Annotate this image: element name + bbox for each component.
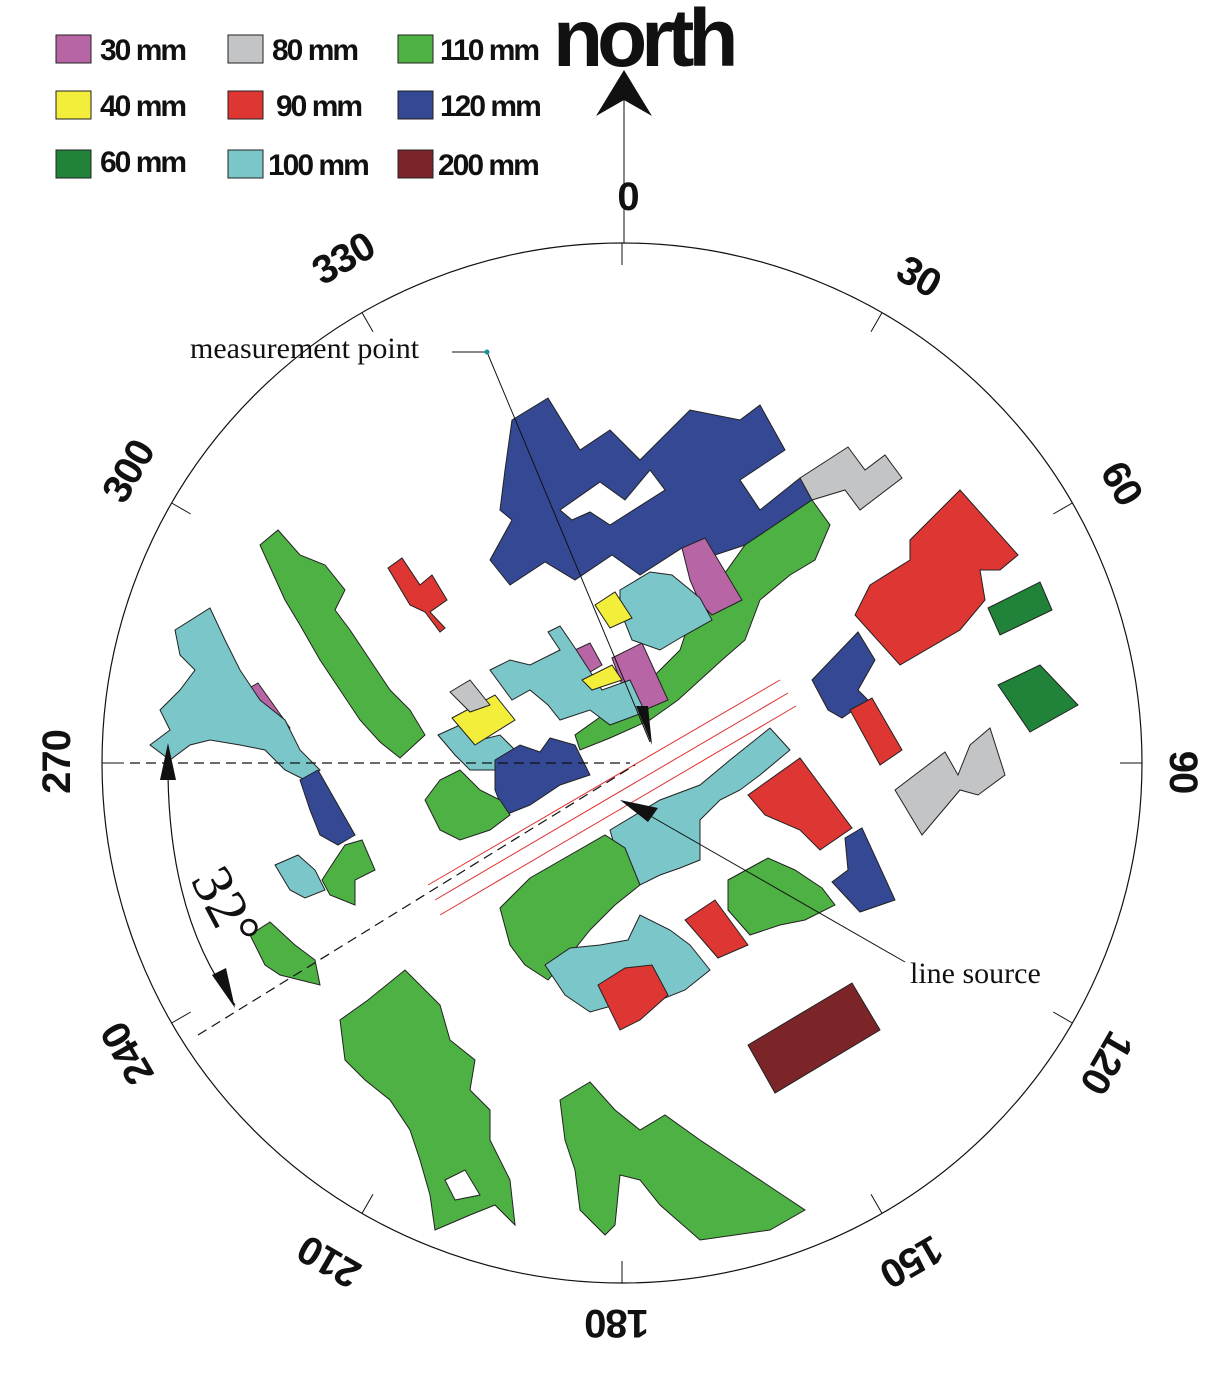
building-80mm bbox=[894, 727, 1006, 836]
building-110mm bbox=[259, 529, 426, 759]
building-80mm bbox=[799, 446, 903, 511]
legend: 30 mm 80 mm 110 mm 40 mm 90 mm 120 mm 60… bbox=[55, 34, 542, 182]
legend-swatch bbox=[397, 149, 434, 179]
compass-tick bbox=[361, 1194, 374, 1214]
legend-swatch bbox=[397, 34, 434, 64]
buildings bbox=[149, 397, 1079, 1241]
line-source-label: line source bbox=[910, 957, 1041, 990]
building-110mm bbox=[499, 834, 641, 981]
building-100mm bbox=[619, 571, 713, 651]
building-90mm bbox=[387, 557, 448, 633]
legend-label: 200 mm bbox=[438, 149, 538, 182]
legend-label: 40 mm bbox=[100, 90, 185, 123]
compass-tick bbox=[171, 502, 191, 515]
building-90mm bbox=[849, 697, 903, 766]
building-100mm bbox=[274, 854, 326, 899]
legend-label: 80 mm bbox=[272, 34, 357, 67]
legend-item-90mm: 90 mm bbox=[227, 90, 363, 123]
building-100mm bbox=[149, 607, 321, 781]
compass-tick bbox=[1053, 1011, 1073, 1024]
degree-label-240: 240 bbox=[93, 1015, 163, 1092]
building-110mm bbox=[339, 969, 516, 1231]
degree-label-180: 180 bbox=[585, 1301, 649, 1345]
building-courtyard bbox=[444, 1169, 481, 1201]
building-100mm bbox=[544, 914, 711, 1013]
compass-tick bbox=[171, 1011, 191, 1024]
legend-swatch bbox=[55, 90, 92, 120]
legend-item-60mm: 60 mm bbox=[55, 146, 187, 179]
building-120mm bbox=[811, 631, 876, 719]
degree-label-60: 60 bbox=[1092, 454, 1151, 513]
north-label: north bbox=[553, 0, 733, 84]
legend-item-200mm: 200 mm bbox=[397, 149, 540, 182]
building-110mm bbox=[321, 839, 376, 906]
building-90mm bbox=[684, 899, 749, 959]
legend-label: 60 mm bbox=[100, 146, 185, 179]
measurement-point-marker bbox=[452, 349, 652, 745]
legend-label: 110 mm bbox=[440, 34, 538, 67]
degree-label-330: 330 bbox=[305, 224, 382, 294]
degree-label-210: 210 bbox=[291, 1226, 368, 1296]
legend-swatch bbox=[397, 90, 434, 120]
building-100mm bbox=[489, 625, 646, 726]
building-90mm bbox=[597, 964, 669, 1031]
compass-tick bbox=[1053, 502, 1073, 515]
building-200mm bbox=[747, 982, 881, 1094]
legend-swatch bbox=[55, 149, 92, 179]
compass-tick bbox=[870, 312, 883, 332]
building-40mm bbox=[581, 664, 623, 691]
compass-tick bbox=[870, 1194, 883, 1214]
building-80mm bbox=[449, 679, 491, 713]
legend-label: 90 mm bbox=[276, 90, 361, 123]
degree-label-150: 150 bbox=[873, 1226, 950, 1296]
legend-item-40mm: 40 mm bbox=[55, 90, 187, 123]
building-110mm bbox=[727, 857, 836, 936]
legend-swatch bbox=[227, 90, 264, 120]
building-90mm bbox=[854, 489, 1019, 666]
building-90mm bbox=[747, 757, 853, 851]
legend-item-80mm: 80 mm bbox=[227, 34, 359, 67]
building-120mm bbox=[831, 827, 896, 913]
building-courtyard bbox=[559, 469, 666, 526]
degree-label-270: 270 bbox=[35, 730, 79, 794]
legend-item-30mm: 30 mm bbox=[55, 34, 187, 67]
legend-label: 100 mm bbox=[268, 149, 368, 182]
legend-swatch bbox=[227, 149, 264, 179]
measurement-point-label: measurement point bbox=[190, 332, 420, 365]
legend-swatch bbox=[55, 34, 92, 64]
degree-label-0: 0 bbox=[617, 175, 638, 219]
degree-label-30: 30 bbox=[889, 247, 948, 306]
building-120mm bbox=[299, 769, 356, 846]
legend-item-100mm: 100 mm bbox=[227, 149, 370, 182]
legend-swatch bbox=[227, 34, 264, 64]
degree-label-90: 90 bbox=[1161, 751, 1205, 794]
angle-arrow-bottom-icon bbox=[212, 968, 235, 1008]
legend-label: 120 mm bbox=[440, 90, 540, 123]
legend-item-120mm: 120 mm bbox=[397, 90, 542, 123]
degree-label-120: 120 bbox=[1071, 1024, 1141, 1101]
building-110mm bbox=[249, 921, 321, 986]
legend-label: 30 mm bbox=[100, 34, 185, 67]
building-110mm bbox=[559, 1081, 806, 1241]
line-source bbox=[427, 679, 797, 916]
angle-arrow-top-icon bbox=[160, 743, 176, 780]
line-source-pointer bbox=[620, 800, 906, 963]
north-arrow-icon bbox=[596, 70, 652, 116]
building-60mm bbox=[987, 581, 1053, 636]
compass-tick bbox=[361, 312, 374, 332]
building-60mm bbox=[997, 664, 1079, 733]
compass-ticks bbox=[102, 243, 1142, 1283]
building-40mm bbox=[594, 591, 633, 629]
legend-item-110mm: 110 mm bbox=[397, 34, 540, 67]
degree-label-300: 300 bbox=[94, 433, 164, 510]
building-110mm bbox=[424, 769, 511, 841]
